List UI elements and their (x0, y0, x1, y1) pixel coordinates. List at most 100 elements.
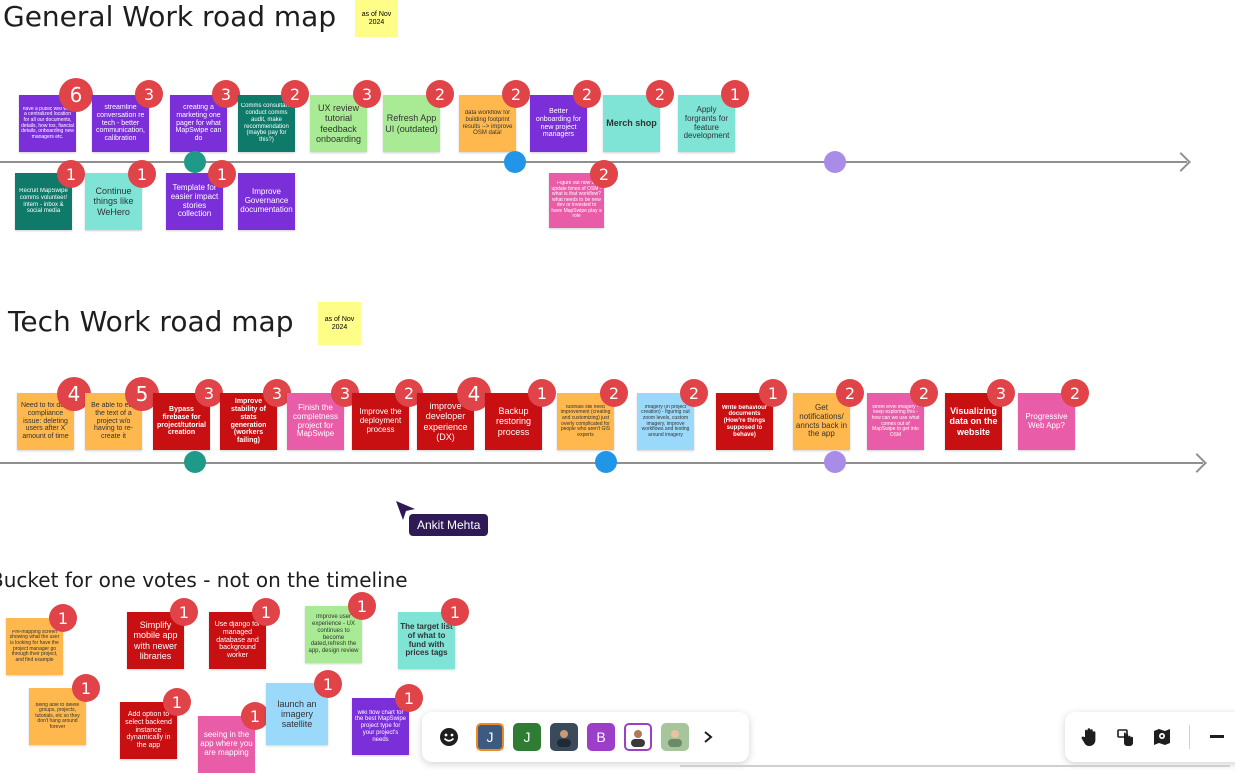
sticky-note[interactable]: seeing in the app where you are mapping (198, 716, 255, 773)
note-text: Figure out how to update times of OSM - … (551, 180, 602, 220)
general-date-note[interactable]: as of Nov 2024 (355, 0, 398, 37)
vote-count-badge: 2 (281, 80, 309, 108)
timeline-marker[interactable] (184, 451, 206, 473)
vote-count-badge: 1 (314, 670, 342, 698)
vote-count-badge: 2 (426, 80, 454, 108)
timeline-marker[interactable] (184, 151, 206, 173)
note-text: streamline conversation re tech - better… (95, 103, 146, 143)
avatar-initial: J (523, 729, 531, 745)
note-text: Progressive Web App? (1025, 412, 1068, 430)
tech-roadmap-title: Tech Work road map (8, 305, 294, 338)
note-text: Template for easier impact stories colle… (170, 183, 219, 219)
timeline-marker[interactable] (824, 151, 846, 173)
note-text: Add option to select backend instance dy… (125, 710, 172, 750)
vote-count-badge: 1 (57, 160, 85, 188)
vote-count-badge: 1 (441, 598, 469, 626)
avatar-initial: J (486, 729, 494, 745)
timeline-arrow-icon (1187, 453, 1207, 473)
note-text: Use django for managed database and back… (214, 620, 261, 660)
vote-count-badge: 2 (600, 379, 628, 407)
vote-count-badge: 1 (528, 379, 556, 407)
sticky-note[interactable]: Continue things like WeHero (85, 173, 142, 230)
note-text: data workflow for building footprint res… (462, 110, 513, 137)
note-text: Recruit MapSwipe comms volunteer/ intern… (19, 188, 68, 215)
note-text: wiki flow chart for the best MapSwipe pr… (354, 709, 407, 743)
timeline-marker[interactable] (595, 451, 617, 473)
collaborator-avatar[interactable]: J (476, 723, 504, 751)
note-text: tutorials still need improvement (creati… (560, 404, 611, 438)
general-timeline (0, 161, 1187, 163)
general-roadmap-title: General Work road map (3, 0, 337, 33)
sticky-note[interactable]: Refresh App UI (outdated) (383, 95, 440, 152)
collaborator-avatar-photo[interactable] (550, 723, 578, 751)
vote-count-badge: 2 (502, 80, 530, 108)
touch-icon[interactable] (1111, 722, 1141, 752)
note-text: Be able to edit the text of a project w/… (91, 401, 136, 441)
vote-count-badge: 3 (263, 379, 291, 407)
note-text: Comms consultant: conduct comms audit, m… (240, 103, 293, 143)
timeline-marker[interactable] (504, 151, 526, 173)
note-text: Continue things like WeHero (93, 186, 134, 217)
hand-icon[interactable] (1075, 722, 1105, 752)
note-text: Finish the completness project for MapSw… (293, 403, 338, 439)
vote-count-badge: 1 (170, 598, 198, 626)
vote-count-badge: 2 (910, 379, 938, 407)
vote-count-badge: 1 (395, 684, 423, 712)
note-text: Improve user experience - UX continues t… (308, 614, 359, 654)
chevron-right-icon[interactable] (698, 722, 718, 752)
collaborator-avatar[interactable]: B (587, 723, 615, 751)
vote-count-badge: 3 (195, 379, 223, 407)
note-text: Improve Governance documentation (240, 188, 293, 214)
horizontal-scrollbar[interactable] (680, 765, 1230, 767)
vote-count-badge: 2 (646, 80, 674, 108)
note-text: have a public wiki with a centralized lo… (21, 106, 74, 140)
note-text: seeing in the app where you are mapping (200, 731, 253, 757)
map-pin-icon[interactable] (1147, 722, 1177, 752)
vote-count-badge: 1 (163, 688, 191, 716)
note-text: Write behaviour documents (How're things… (721, 404, 768, 438)
collaborators-toolbar: J J B (422, 712, 749, 762)
sticky-note[interactable]: Improve Governance documentation (238, 173, 295, 230)
collaborator-avatar[interactable]: J (513, 723, 541, 751)
note-text: creating a marketing one pager for what … (175, 103, 222, 143)
sticky-note[interactable]: Apply forgrants for feature development (678, 95, 735, 152)
note-text: UX review tutorial feedback onboarding (315, 103, 362, 144)
note-text: Bypass firebase for project/tutorial cre… (156, 405, 206, 437)
timeline-marker[interactable] (824, 451, 846, 473)
note-text: Imagery (in project creation) - figuring… (641, 404, 690, 438)
note-text: Apply forgrants for feature development (683, 105, 730, 141)
note-text: Pre-mapping screen showing what the user… (9, 629, 60, 663)
vote-count-badge: 1 (72, 674, 100, 702)
note-text: street level imagery - keep exploring th… (871, 404, 920, 438)
sticky-note[interactable]: being able to delete groups, projects, t… (29, 688, 86, 745)
sticky-note[interactable]: improve developer experience (DX) (417, 393, 474, 450)
zoom-out-icon[interactable] (1202, 722, 1232, 752)
vote-count-badge: 1 (241, 702, 269, 730)
sticky-note[interactable]: Figure out how to update times of OSM - … (549, 173, 604, 228)
vote-count-badge: 3 (212, 80, 240, 108)
collaborator-avatar-photo[interactable] (624, 723, 652, 751)
vote-count-badge: 1 (348, 592, 376, 620)
vote-count-badge: 1 (128, 160, 156, 188)
note-text: Backup restoring process (495, 406, 531, 437)
smiley-icon[interactable] (434, 722, 464, 752)
vote-count-badge: 2 (573, 80, 601, 108)
note-text: launch an imagery satellite (277, 698, 317, 730)
note-text: Better onboarding for new project manage… (535, 107, 582, 139)
vote-count-badge: 1 (252, 598, 280, 626)
sticky-note[interactable]: streamline conversation re tech - better… (92, 95, 149, 152)
toolbar-divider (1189, 725, 1190, 749)
vote-count-badge: 6 (59, 78, 93, 112)
note-text: Get notifications/ anncts back in the ap… (795, 403, 848, 439)
sticky-note[interactable]: The target list of what to fund with pri… (398, 612, 455, 669)
tech-date-note[interactable]: as of Nov 2024 (318, 302, 361, 345)
vote-count-badge: 2 (1061, 379, 1089, 407)
vote-count-badge: 3 (135, 80, 163, 108)
general-date-note-text: as of Nov 2024 (361, 10, 392, 26)
timeline-arrow-icon (1171, 152, 1191, 172)
note-text: being able to delete groups, projects, t… (35, 702, 80, 730)
vote-count-badge: 1 (721, 80, 749, 108)
collaborator-avatar-photo[interactable] (661, 723, 689, 751)
note-text: Merch shop (606, 118, 657, 129)
vote-count-badge: 2 (836, 379, 864, 407)
